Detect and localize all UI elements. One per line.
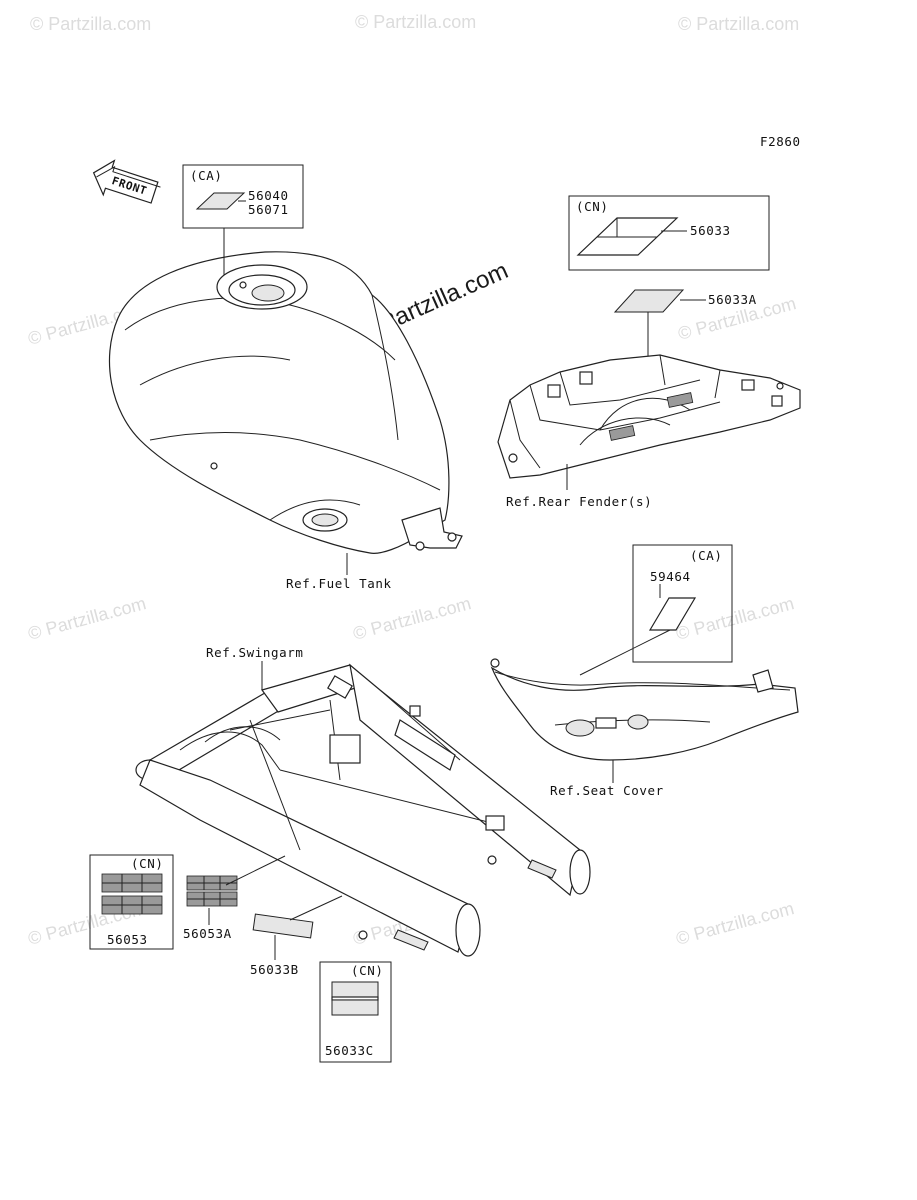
swing-part-number: 56033C	[325, 1043, 374, 1058]
watermark: © Partzilla.com	[30, 14, 151, 34]
ref-swingarm: Ref.Swingarm	[206, 645, 304, 660]
swing-decal-d	[331, 981, 379, 1016]
seat-label-callout	[632, 544, 733, 663]
tank-part-number: 56040	[248, 188, 289, 203]
swing-decal-a	[101, 873, 163, 915]
tank-label-decal	[195, 192, 246, 210]
fender-region-code: (CN)	[576, 199, 609, 214]
seat-label-decal	[648, 597, 697, 631]
diagram-code: F2860	[760, 134, 801, 149]
fender-part-number: 56033A	[708, 292, 757, 307]
seat-part-number: 59464	[650, 569, 691, 584]
swing-label-callout	[319, 961, 392, 1063]
swing-part-number: 56053	[107, 932, 148, 947]
seat-cover-illustration	[490, 658, 799, 761]
fender-label-callout	[568, 195, 770, 271]
tank-part-number: 56071	[248, 202, 289, 217]
tank-region-code: (CA)	[190, 168, 223, 183]
swing-part-number: 56033B	[250, 962, 299, 977]
watermark: © Partzilla.com	[351, 593, 473, 644]
fuel-tank-illustration	[108, 251, 463, 554]
swing-decal-b	[186, 875, 238, 907]
swing-label-callout	[89, 854, 174, 950]
tank-label-callout	[182, 164, 304, 229]
ref-seat-cover: Ref.Seat Cover	[550, 783, 664, 798]
swing-region-code: (CN)	[351, 963, 384, 978]
fender-small-decal	[613, 289, 685, 313]
ref-rear-fender: Ref.Rear Fender(s)	[506, 494, 652, 509]
watermark: © Partzilla.com	[26, 593, 148, 644]
swing-region-code: (CN)	[131, 856, 164, 871]
swing-decal-c	[252, 913, 314, 939]
seat-region-code: (CA)	[690, 548, 723, 563]
swing-part-number: 56053A	[183, 926, 232, 941]
watermark: © Partzilla.com	[355, 12, 476, 32]
fender-part-number: 56033	[690, 223, 731, 238]
rear-fender-illustration	[497, 354, 801, 479]
swingarm-illustration	[135, 663, 591, 957]
watermark: © Partzilla.com	[678, 14, 799, 34]
ref-fuel-tank: Ref.Fuel Tank	[286, 576, 392, 591]
watermark: © Partzilla.com	[674, 898, 796, 949]
front-arrow: FRONT	[92, 159, 161, 204]
